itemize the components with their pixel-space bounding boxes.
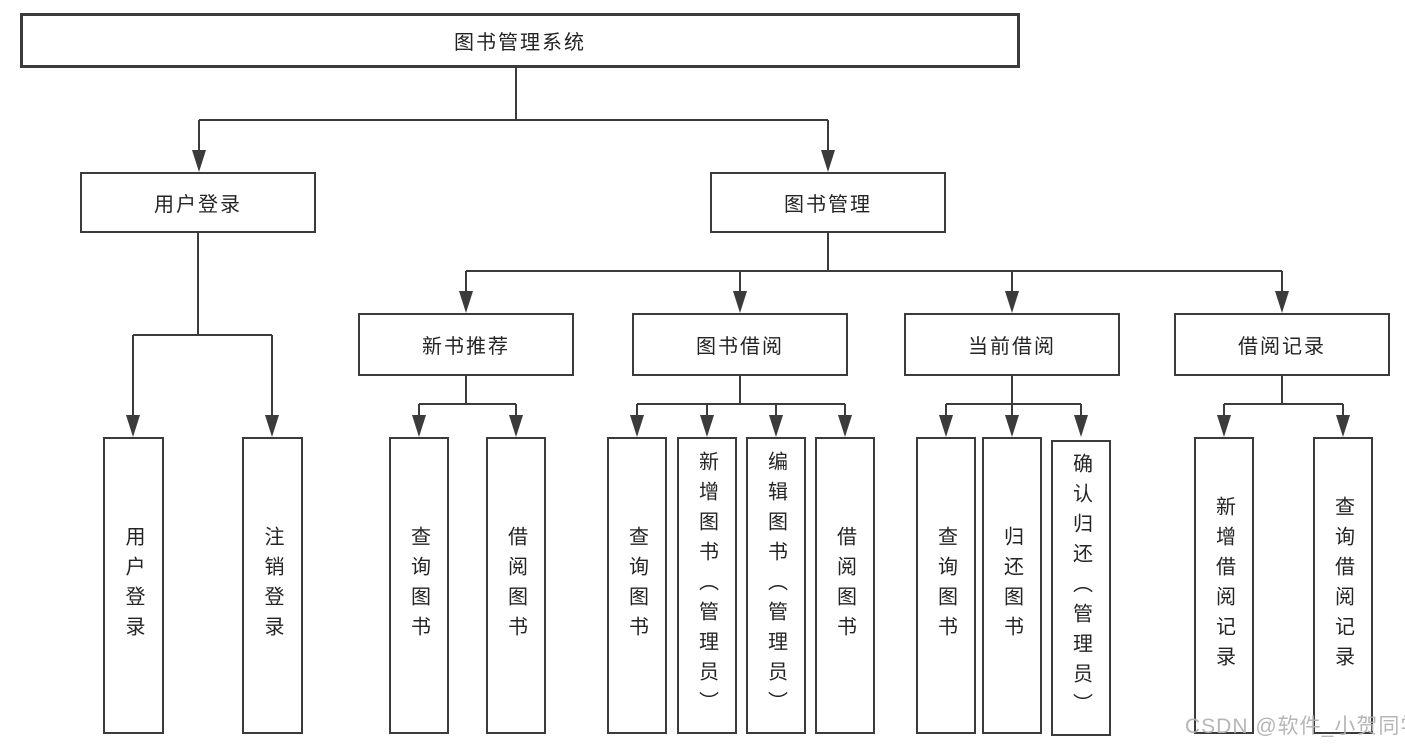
leaf-add-borrow-record: 新增借阅记录 [1194,437,1254,734]
node-current-borrow: 当前借阅 [904,313,1120,376]
leaf-logout: 注销登录 [242,437,303,734]
node-user-login: 用户登录 [80,172,316,233]
leaf-user-login: 用户登录 [103,437,164,734]
leaf-query-books-current: 查询图书 [916,437,976,734]
csdn-watermark: CSDN @软件_小贺同学 [1185,715,1405,738]
leaf-confirm-return-admin: 确认归还（管理员） [1051,440,1111,736]
leaf-query-books-borrow: 查询图书 [607,437,667,734]
leaf-borrow-books: 借阅图书 [815,437,875,734]
leaf-add-book-admin: 新增图书（管理员） [677,437,737,734]
leaf-borrow-books-recommend: 借阅图书 [486,437,546,734]
leaf-edit-book-admin: 编辑图书（管理员） [746,437,806,734]
node-book-management: 图书管理 [710,172,946,233]
leaf-query-books-recommend: 查询图书 [389,437,449,734]
leaf-return-book: 归还图书 [982,437,1042,734]
arrowheads [126,150,1350,437]
node-library-management-system: 图书管理系统 [20,13,1020,68]
node-new-book-recommend: 新书推荐 [358,313,574,376]
leaf-query-borrow-record: 查询借阅记录 [1313,437,1373,734]
node-book-borrow: 图书借阅 [632,313,848,376]
node-borrow-records: 借阅记录 [1174,313,1390,376]
